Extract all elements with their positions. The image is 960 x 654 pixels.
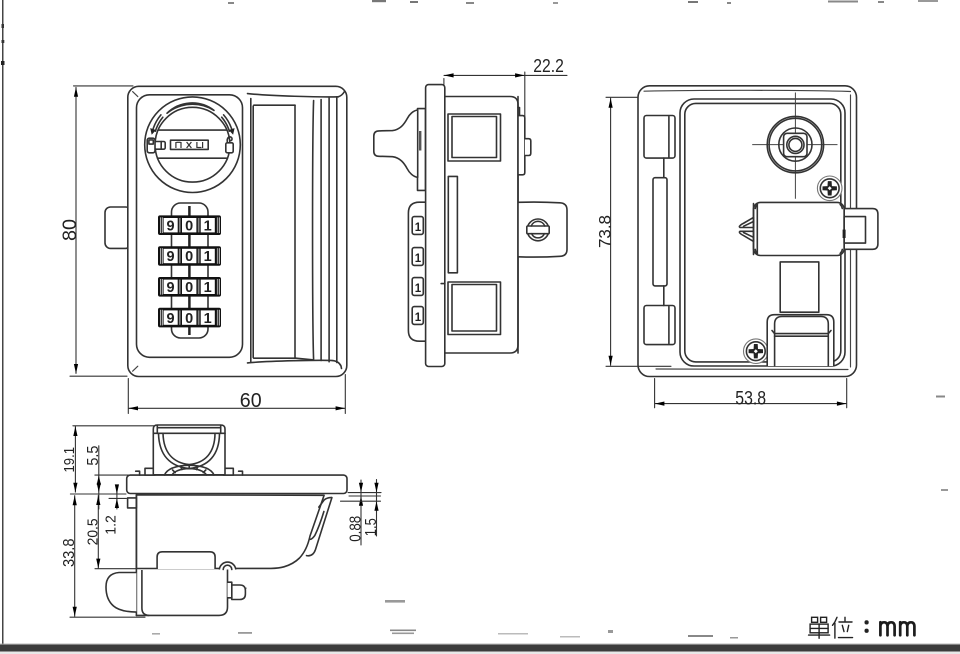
svg-text:1: 1 [415, 222, 422, 234]
svg-text:1.5: 1.5 [363, 518, 380, 536]
svg-text:0.88: 0.88 [348, 516, 365, 542]
svg-text:1: 1 [204, 218, 212, 234]
svg-text:0: 0 [185, 218, 193, 234]
svg-text:1.2: 1.2 [103, 515, 120, 535]
svg-text:33.8: 33.8 [61, 539, 78, 568]
svg-text:73.8: 73.8 [596, 215, 614, 248]
svg-text:80: 80 [60, 219, 81, 241]
svg-text:53.8: 53.8 [735, 387, 766, 409]
svg-text:20.5: 20.5 [85, 518, 102, 545]
svg-text:60: 60 [240, 390, 262, 412]
svg-text:19.1: 19.1 [62, 447, 78, 473]
svg-text:9: 9 [167, 218, 175, 234]
svg-text:5.5: 5.5 [85, 446, 102, 466]
svg-text:22.2: 22.2 [533, 56, 564, 76]
